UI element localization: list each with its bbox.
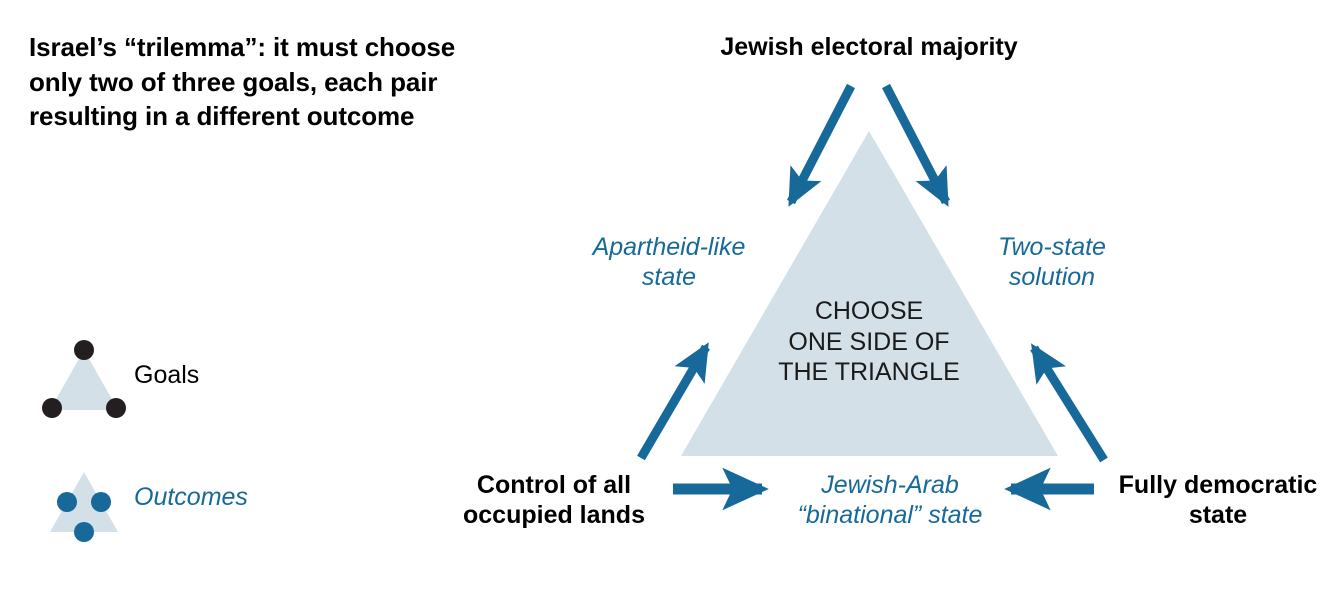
center-instruction-text: CHOOSE ONE SIDE OF THE TRIANGLE bbox=[778, 297, 960, 386]
outcome-label-two-state-solution: Two-state solution bbox=[998, 233, 1106, 291]
arrow-bottom-right bbox=[1030, 343, 1108, 463]
arrow-bottom-left bbox=[637, 342, 710, 461]
arrow-top-left bbox=[787, 83, 855, 207]
arrow-top-right bbox=[882, 83, 950, 207]
legend: Goals Outcomes bbox=[38, 336, 328, 556]
page-title: Israel’s “trilemma”: it must choose only… bbox=[29, 32, 456, 132]
legend-label-goals: Goals bbox=[134, 361, 200, 389]
goal-label-fully-democratic-state: Fully democratic state bbox=[1118, 471, 1318, 529]
goal-label-control-of-occupied-lands: Control of all occupied lands bbox=[463, 471, 645, 529]
legend-label-outcomes: Outcomes bbox=[134, 483, 248, 511]
outcome-label-jewish-arab-binational-state: Jewish-Arab “binational” state bbox=[797, 471, 983, 529]
outcomes-marker-icon bbox=[38, 458, 130, 550]
outcome-label-apartheid-like-state: Apartheid-like state bbox=[592, 233, 746, 291]
goal-label-jewish-electoral-majority: Jewish electoral majority bbox=[720, 33, 1018, 61]
legend-item-outcomes: Outcomes bbox=[38, 458, 328, 550]
legend-item-goals: Goals bbox=[38, 336, 328, 428]
central-triangle bbox=[681, 131, 1058, 456]
goals-marker-icon bbox=[38, 336, 130, 428]
